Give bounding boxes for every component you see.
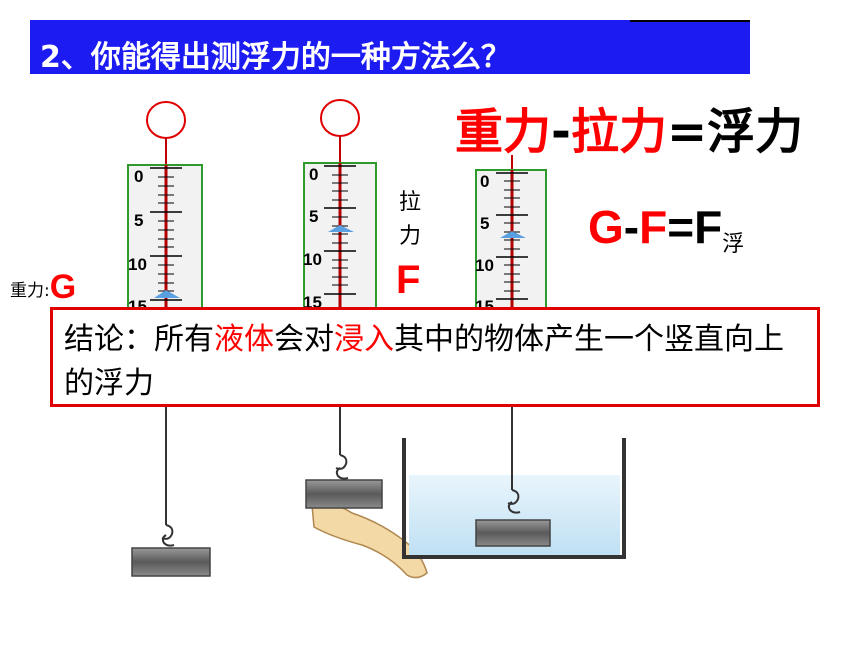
conclusion-part-3: 其中的物体产生一个竖直向上的浮力 — [64, 322, 784, 401]
tick-label-10: 10 — [303, 250, 322, 269]
tick-label-0: 0 — [134, 167, 143, 186]
spring-scale-3 — [402, 155, 626, 559]
pull-label-char1: 拉 — [398, 190, 421, 215]
metal-block-3 — [475, 519, 551, 547]
pointer-2 — [328, 225, 354, 232]
spring-scale-2 — [303, 99, 428, 579]
formula-result: =浮力 — [666, 104, 804, 160]
hand-illustration — [311, 502, 428, 579]
tick-label-5: 5 — [309, 207, 318, 226]
symbol-minus: - — [623, 201, 640, 253]
formula-symbolic: G-F=F浮 — [588, 200, 744, 258]
pull-label-char2: 力 — [398, 224, 421, 249]
pointer-3 — [500, 231, 526, 238]
conclusion-box — [50, 307, 820, 407]
metal-block-1 — [131, 547, 211, 577]
pointer-1 — [154, 290, 180, 298]
spring-scale-1 — [127, 101, 211, 577]
symbol-g: G — [588, 201, 624, 253]
conclusion-highlight-liquid: 液体 — [214, 322, 274, 357]
metal-block-2 — [305, 479, 383, 509]
tick-label-0: 0 — [480, 172, 489, 191]
gravity-label: 重力:G — [10, 268, 76, 307]
symbol-subscript: 浮 — [722, 232, 745, 257]
gravity-symbol: G — [49, 268, 77, 306]
tick-label-5: 5 — [134, 211, 143, 230]
formula-chinese: 重力-拉力=浮力 — [455, 92, 803, 162]
conclusion-part-2: 会对 — [274, 322, 334, 357]
formula-minus: - — [551, 104, 571, 160]
symbol-f: F — [639, 201, 668, 253]
tick-label-10: 10 — [475, 256, 494, 275]
conclusion-highlight-immersed: 浸入 — [334, 322, 394, 357]
formula-gravity: 重力 — [455, 104, 552, 160]
conclusion-part-1: 结论：所有 — [64, 322, 214, 357]
tick-label-5: 5 — [480, 214, 489, 233]
title-bar — [30, 20, 750, 74]
formula-pull: 拉力 — [570, 104, 667, 160]
gravity-label-text: 重力: — [10, 281, 50, 301]
tick-label-10: 10 — [128, 255, 147, 274]
symbol-eq-f: =F — [667, 201, 723, 253]
pull-symbol: F — [396, 258, 421, 302]
page-title: 2、你能得出测浮力的一种方法么？ — [40, 40, 511, 75]
conclusion-text: 结论：所有液体会对浸入其中的物体产生一个竖直向上的浮力 — [64, 318, 804, 406]
tick-label-0: 0 — [309, 165, 318, 184]
water-tank — [402, 438, 626, 559]
pull-label: 拉力 — [396, 186, 424, 254]
